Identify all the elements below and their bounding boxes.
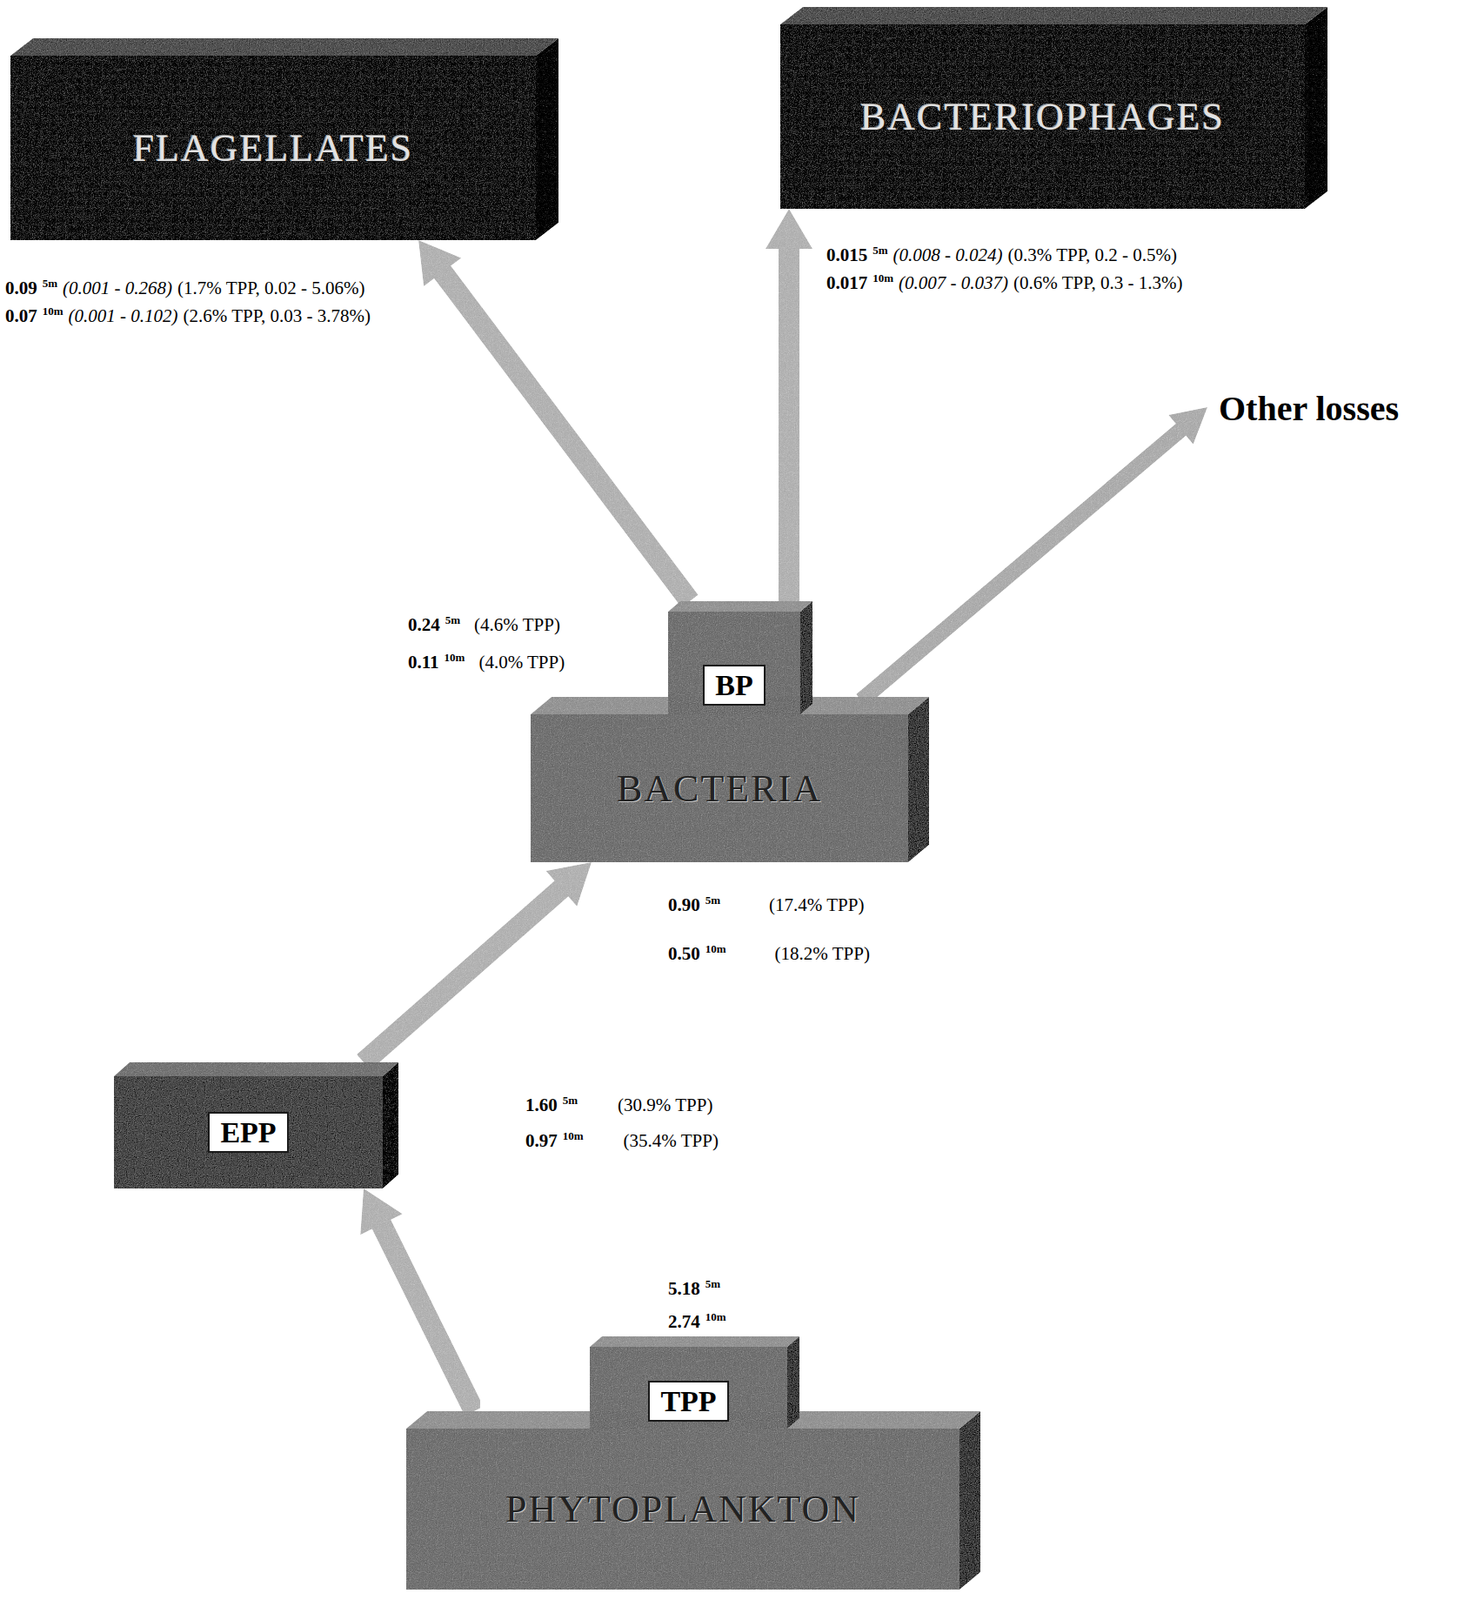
pool-tag: EPP [207, 1111, 288, 1153]
box-top-face [668, 601, 813, 612]
arrow-head [765, 208, 813, 249]
percent-text: (1.7% TPP, 0.02 - 5.06%) [177, 277, 365, 299]
percent-text: (18.2% TPP) [775, 942, 870, 964]
percent-text: (30.9% TPP) [617, 1094, 713, 1116]
box-side-face [959, 1410, 981, 1590]
flux-arrow [765, 208, 813, 602]
flux-value: 0.24 [407, 614, 441, 636]
depth-superscript: 5m [42, 276, 58, 290]
box-top-face [589, 1336, 800, 1347]
compartment-name: FLAGELLATES [133, 126, 415, 171]
depth-superscript: 10m [872, 271, 894, 285]
box-side-face [1304, 6, 1328, 209]
arrow-head [360, 1188, 402, 1235]
compartment-name: BACTERIA [616, 766, 823, 811]
range-text: (0.008 - 0.024) [893, 244, 1003, 266]
percent-text: (4.6% TPP) [474, 614, 561, 636]
box-front-face [780, 24, 1305, 209]
box-front-face [589, 1346, 788, 1429]
value-line: 1.60 5m (30.9% TPP) [525, 1088, 718, 1117]
percent-text: (2.6% TPP, 0.03 - 3.78%) [183, 305, 371, 327]
value-line: 5.18 5m [668, 1271, 726, 1301]
depth-superscript: 10m [705, 1310, 727, 1324]
percent-text: (0.3% TPP, 0.2 - 0.5%) [1008, 244, 1177, 266]
box-top-face [780, 6, 1328, 25]
compartment-box: PHYTOPLANKTONTPP [406, 1428, 960, 1590]
box-top-face [10, 38, 559, 56]
compartment-name: BACTERIOPHAGES [860, 94, 1225, 140]
compartment-name: PHYTOPLANKTON [505, 1486, 861, 1532]
depth-superscript: 5m [705, 1277, 721, 1291]
compartment-box: BACTERIOPHAGES [780, 24, 1305, 209]
flux-arrow [360, 1188, 475, 1411]
value-line: 0.24 5m (4.6% TPP) [407, 608, 566, 637]
flux-value: 1.60 [525, 1094, 558, 1116]
compartment-box: BACTERIABP [530, 714, 909, 863]
arrow-shaft [441, 270, 690, 602]
box-side-face [535, 38, 559, 241]
flux-value: 0.97 [525, 1129, 558, 1151]
flux-value: 0.015 [826, 244, 868, 266]
value-line: 0.11 10m (4.0% TPP) [407, 645, 570, 675]
flux-value: 0.07 [5, 305, 38, 327]
range-text: (0.001 - 0.102) [68, 305, 179, 327]
range-text: (0.007 - 0.037) [898, 272, 1009, 294]
box-side-face [908, 696, 930, 863]
value-line: 0.015 5m (0.008 - 0.024)(0.3% TPP, 0.2 - 0… [826, 238, 1183, 268]
value-line: 0.017 10m (0.007 - 0.037)(0.6% TPP, 0.3 - … [826, 266, 1189, 295]
pool-tag: TPP [648, 1380, 729, 1422]
percent-text: (17.4% TPP) [768, 894, 864, 916]
box-front-face [10, 55, 536, 241]
arrow-head [418, 240, 462, 287]
box-side-face [382, 1062, 399, 1189]
value-line: Other losses [1218, 387, 1405, 430]
box-front-face [113, 1076, 383, 1189]
value-line: 0.90 5m (17.4% TPP) [668, 888, 870, 917]
arrow-shaft [363, 887, 563, 1063]
arrow-shaft [778, 247, 800, 602]
box-front-face [406, 1428, 960, 1590]
loss-label: Other losses [1218, 388, 1399, 428]
value-line: 0.50 10m (18.2% TPP) [668, 936, 876, 966]
production-tab: BP [668, 611, 801, 715]
pool-box: EPP [113, 1076, 383, 1189]
range-text: (0.001 - 0.268) [62, 277, 173, 299]
value-line: 0.07 10m (0.001 - 0.102)(2.6% TPP, 0.03 - … [5, 299, 376, 328]
flux-value: 0.50 [668, 942, 701, 964]
production-tab: TPP [589, 1346, 788, 1429]
box-side-face [787, 1336, 800, 1429]
flux-value: 5.18 [668, 1277, 701, 1299]
percent-text: (4.0% TPP) [478, 651, 565, 673]
flux-arrow [363, 862, 592, 1063]
arrow-shaft [381, 1222, 475, 1411]
flux-value: 0.90 [668, 894, 701, 916]
box-top-face [113, 1062, 399, 1077]
box-front-face [530, 714, 909, 863]
depth-superscript: 10m [705, 942, 727, 956]
flux-value: 0.11 [407, 651, 440, 673]
depth-superscript: 10m [562, 1129, 584, 1143]
value-line: 0.09 5m (0.001 - 0.268)(1.7% TPP, 0.02 - 5… [5, 271, 371, 301]
depth-superscript: 5m [705, 893, 721, 907]
flux-value: 0.09 [5, 277, 38, 299]
pool-tag: BP [702, 664, 765, 706]
arrow-head [546, 862, 592, 907]
loss-arrow [855, 407, 1208, 707]
value-line: 0.97 10m (35.4% TPP) [525, 1123, 724, 1153]
box-front-face [668, 611, 801, 715]
percent-text: (0.6% TPP, 0.3 - 1.3%) [1013, 272, 1183, 294]
depth-superscript: 5m [562, 1093, 578, 1107]
depth-superscript: 10m [444, 650, 466, 664]
flux-value: 0.017 [826, 272, 868, 294]
box-side-face [800, 601, 813, 715]
flux-value: 2.74 [668, 1310, 701, 1332]
percent-text: (35.4% TPP) [623, 1129, 719, 1151]
depth-superscript: 5m [445, 613, 461, 627]
compartment-box: FLAGELLATES [10, 55, 536, 241]
depth-superscript: 10m [42, 304, 64, 318]
depth-superscript: 5m [872, 243, 888, 257]
flux-arrow [418, 240, 690, 602]
value-line: 2.74 10m [668, 1304, 732, 1334]
